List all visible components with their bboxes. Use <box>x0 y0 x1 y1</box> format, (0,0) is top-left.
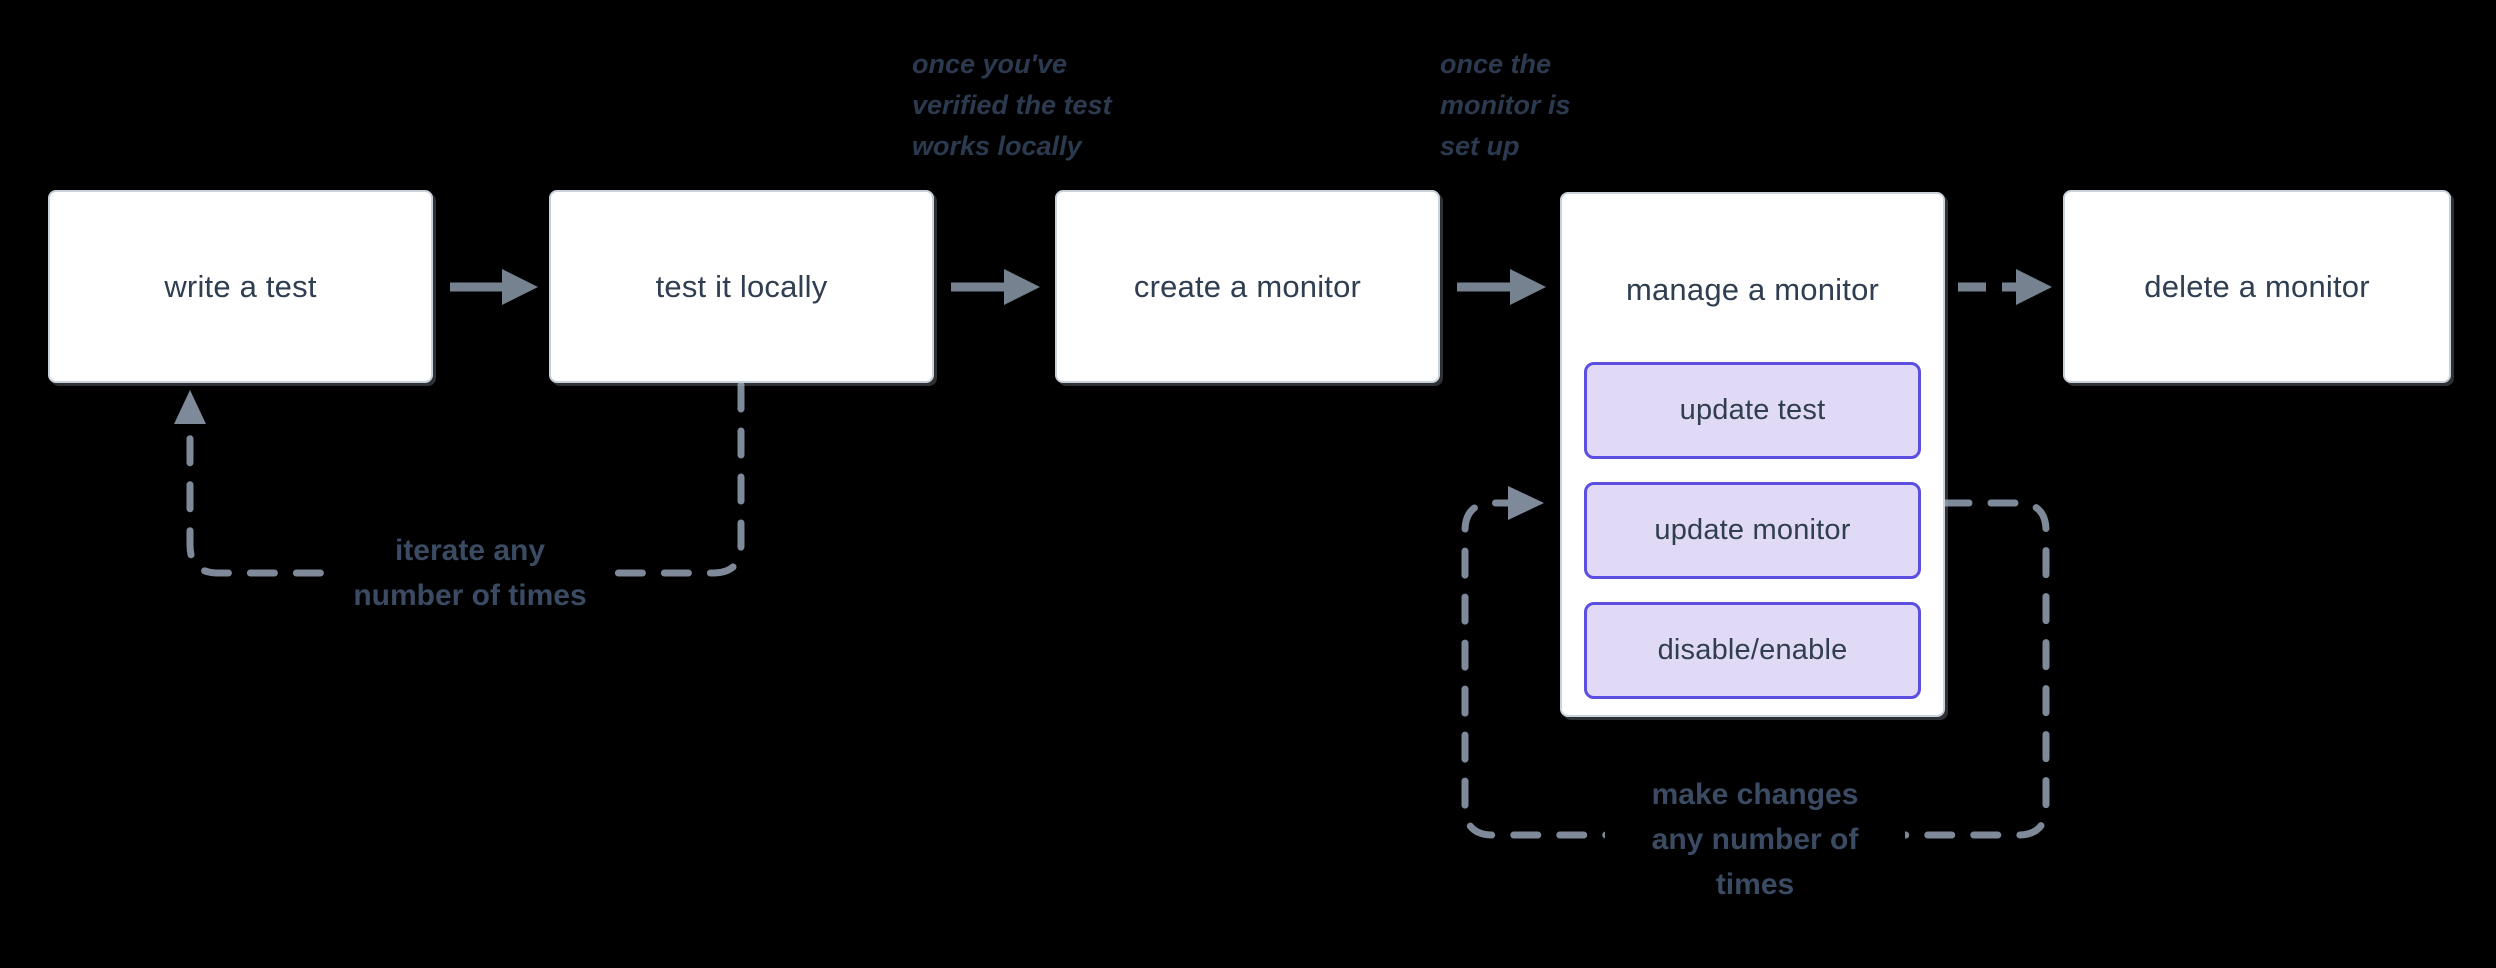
annotation-once-verified-locally: once you've verified the test works loca… <box>912 44 1112 167</box>
action-label: disable/enable <box>1657 634 1848 666</box>
annotation-line: times <box>1715 868 1795 901</box>
action-label: update test <box>1679 394 1826 426</box>
annotation-iterate-any-number: iterate any number of times <box>330 528 610 618</box>
annotation-line: set up <box>1440 131 1520 161</box>
node-label: write a test <box>164 268 317 304</box>
node-test-it-locally: test it locally <box>549 190 934 383</box>
annotation-line: works locally <box>912 131 1082 161</box>
annotation-line: make changes <box>1651 778 1859 811</box>
arrow-test-to-create <box>951 269 1040 305</box>
action-update-monitor: update monitor <box>1584 482 1921 579</box>
node-create-a-monitor: create a monitor <box>1055 190 1440 383</box>
arrow-write-to-test <box>450 269 538 305</box>
action-label: update monitor <box>1654 514 1851 546</box>
node-manage-a-monitor: manage a monitor update test update moni… <box>1560 192 1945 717</box>
node-label: test it locally <box>655 268 828 304</box>
arrow-manage-to-delete-dashed <box>1958 269 2052 305</box>
annotation-line: verified the test <box>912 90 1112 120</box>
annotation-line: any number of <box>1651 823 1859 856</box>
action-update-test: update test <box>1584 362 1921 459</box>
arrow-create-to-manage <box>1457 269 1546 305</box>
node-label: manage a monitor <box>1625 272 1880 307</box>
annotation-make-changes-any-number: make changes any number of times <box>1605 772 1905 907</box>
annotation-once-monitor-set-up: once the monitor is set up <box>1440 44 1571 167</box>
node-write-a-test: write a test <box>48 190 433 383</box>
node-label: delete a monitor <box>2144 268 2370 304</box>
node-delete-a-monitor: delete a monitor <box>2063 190 2451 383</box>
annotation-line: monitor is <box>1440 90 1571 120</box>
action-disable-enable: disable/enable <box>1584 602 1921 699</box>
annotation-line: iterate any <box>394 534 546 567</box>
annotation-line: number of times <box>353 579 587 612</box>
annotation-line: once you've <box>912 49 1067 79</box>
node-label: create a monitor <box>1133 268 1362 304</box>
annotation-line: once the <box>1440 49 1552 79</box>
